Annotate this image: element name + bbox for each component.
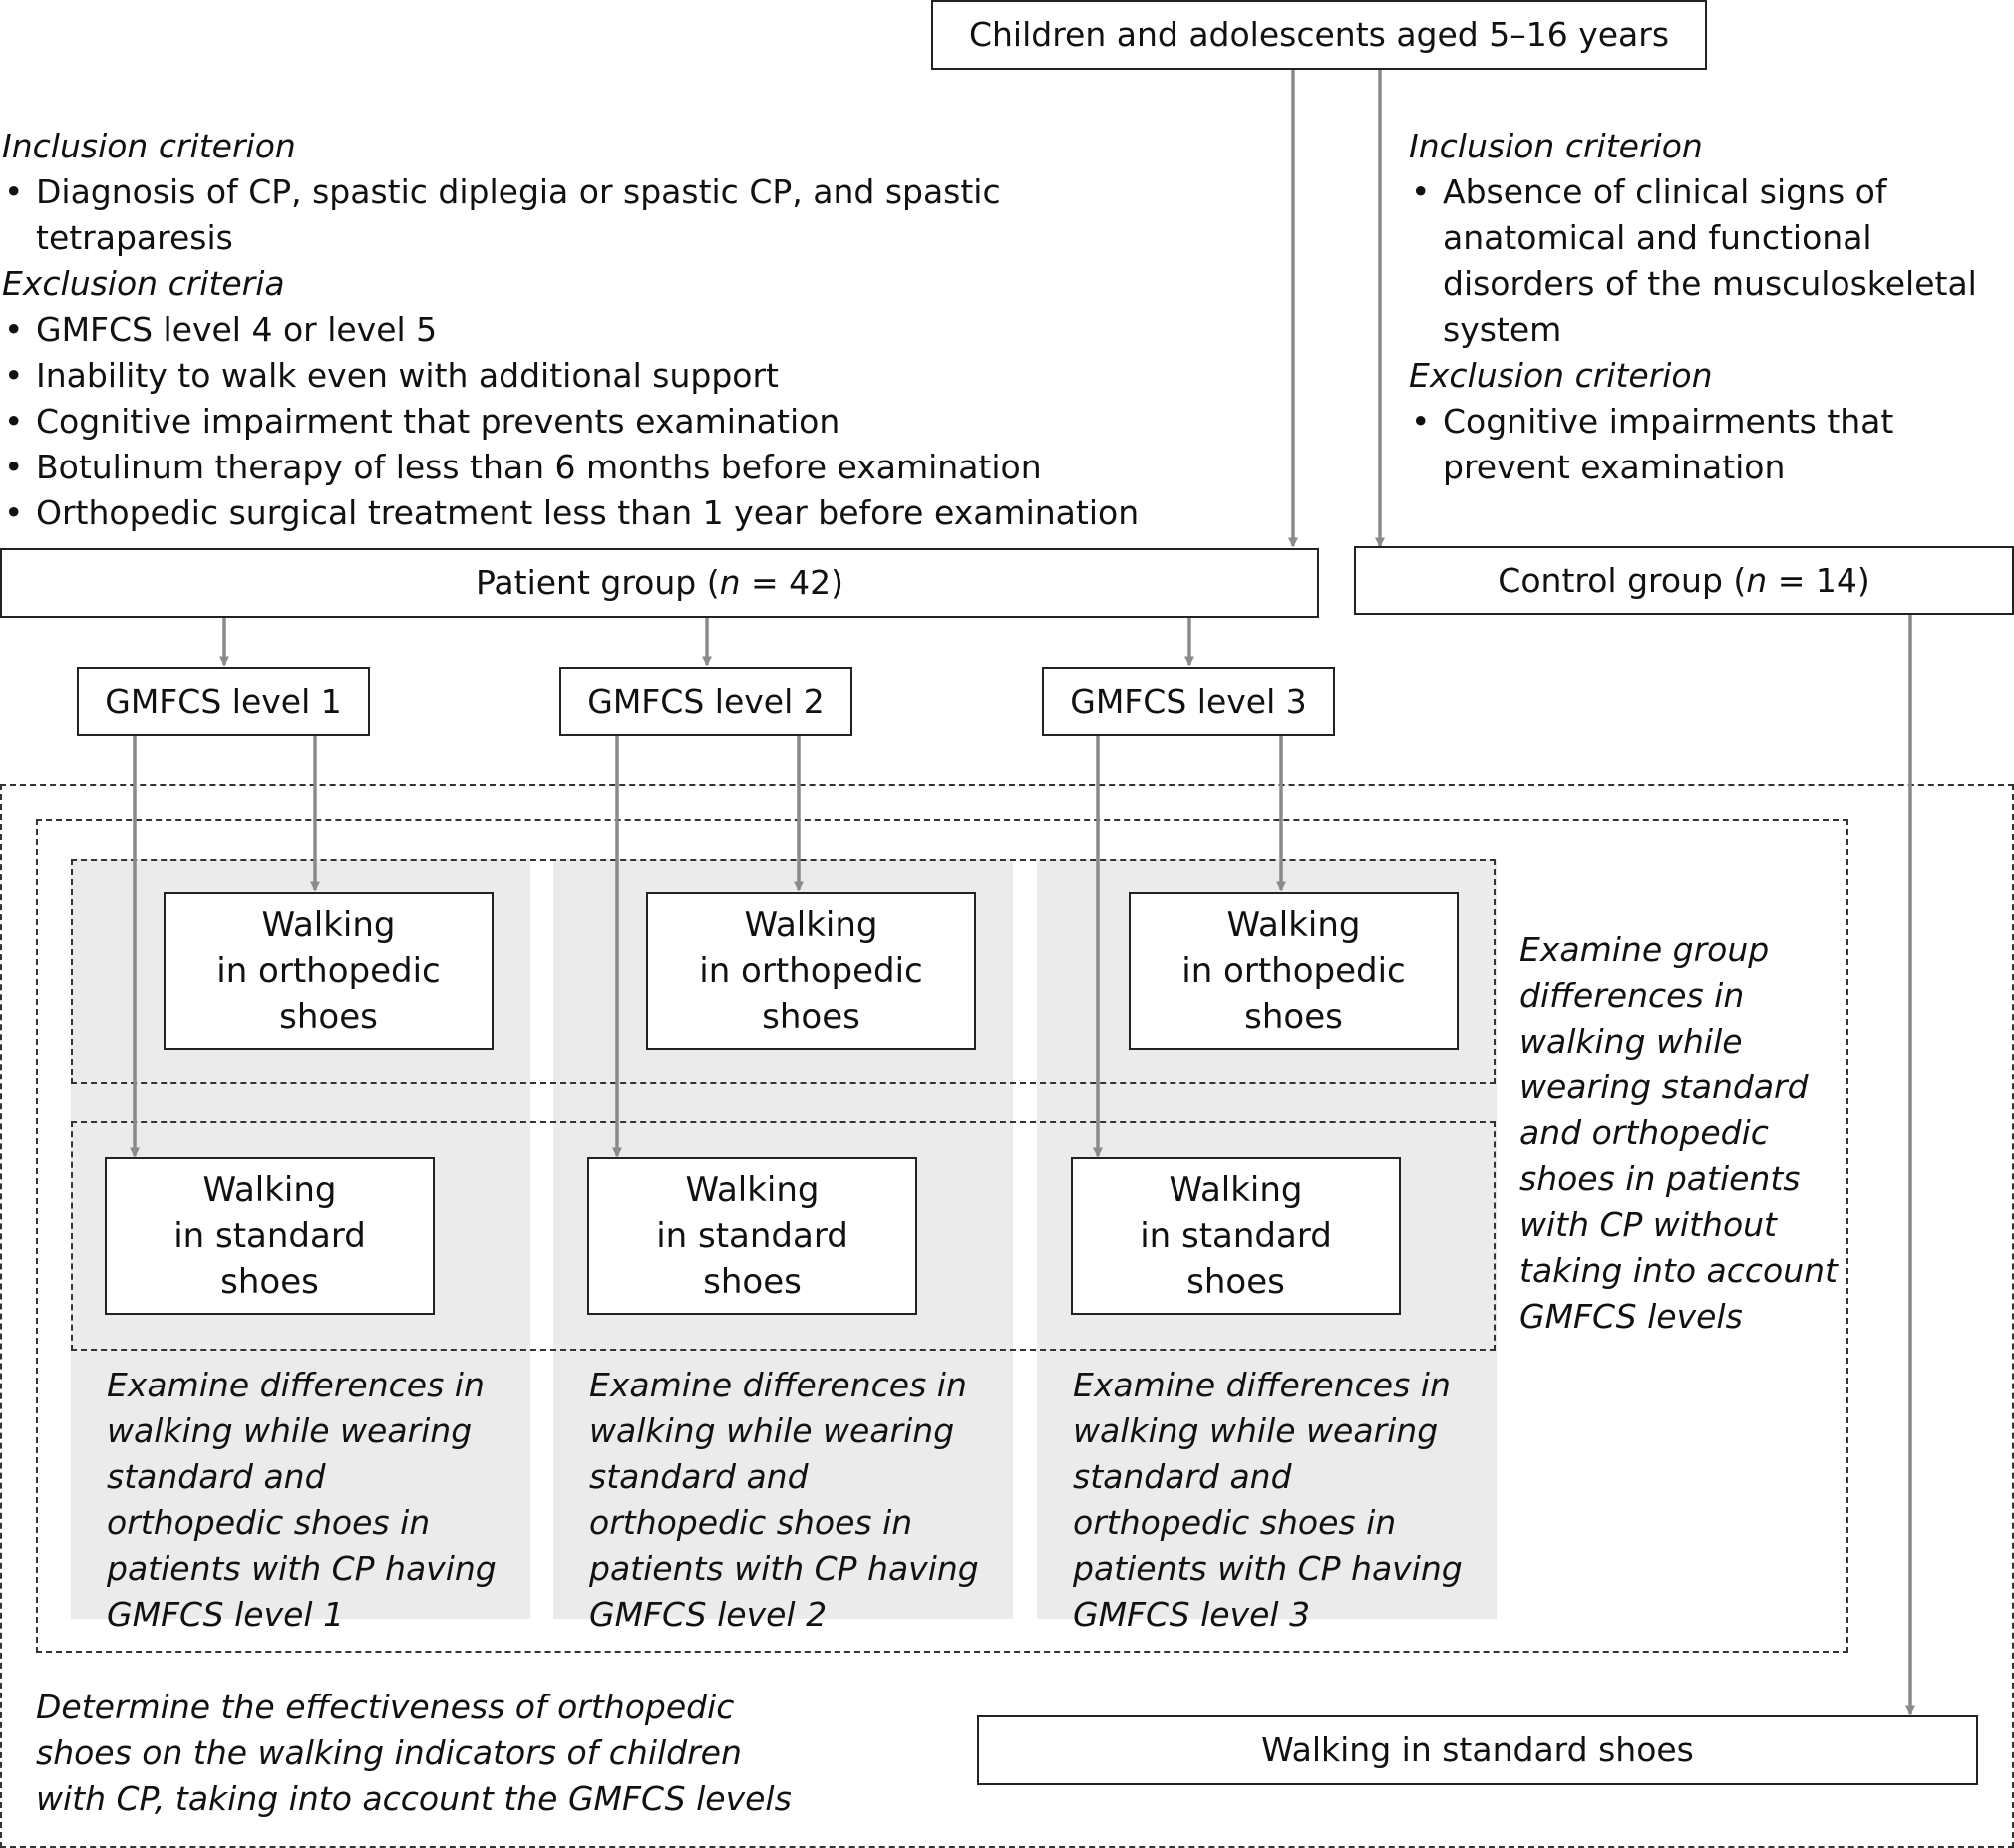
control-criteria: Inclusion criterion Absence of clinical … [1409, 124, 2007, 490]
standard-row-frame [71, 1121, 1496, 1351]
patient-group-label: Patient group (n = 42) [475, 563, 844, 602]
patient-inclusion-heading: Inclusion criterion [2, 127, 296, 165]
patient-criteria: Inclusion criterion Diagnosis of CP, spa… [2, 124, 1178, 536]
gmfcs-level-2-box: GMFCS level 2 [559, 667, 852, 736]
gmfcs-level-1-box: GMFCS level 1 [77, 667, 370, 736]
gmfcs-level-label: GMFCS level 3 [1070, 681, 1307, 721]
control-walking-box: Walking in standard shoes [977, 1715, 1978, 1785]
walking-label: Walking in standard shoes [173, 1170, 366, 1302]
control-exclusion-heading: Exclusion criterion [1409, 356, 1713, 395]
gmfcs-level-label: GMFCS level 1 [105, 681, 342, 721]
walking-label: Walking in orthopedic shoes [1181, 905, 1406, 1037]
control-exclusion-list: Cognitive impairments that prevent exami… [1409, 399, 2007, 490]
list-item: Absence of clinical signs of anatomical … [1409, 169, 2007, 353]
walking-label: Walking in orthopedic shoes [699, 905, 923, 1037]
level-3-note: Examine differences in walking while wea… [1073, 1366, 1463, 1634]
walking-label: Walking in standard shoes [1261, 1730, 1694, 1769]
population-label: Children and adolescents aged 5–16 years [968, 15, 1670, 54]
list-item: GMFCS level 4 or level 5 [2, 307, 1178, 353]
effectiveness-note: Determine the effectiveness of orthopedi… [36, 1688, 792, 1818]
control-inclusion-list: Absence of clinical signs of anatomical … [1409, 169, 2007, 353]
level-1-note: Examine differences in walking while wea… [107, 1366, 497, 1634]
level-2-standard-walking-box: Walking in standard shoes [587, 1157, 917, 1315]
control-inclusion-heading: Inclusion criterion [1409, 127, 1703, 165]
level-3-standard-walking-box: Walking in standard shoes [1071, 1157, 1401, 1315]
control-group-box: Control group (n = 14) [1354, 546, 2014, 615]
level-1-orthopedic-walking-box: Walking in orthopedic shoes [164, 892, 494, 1050]
list-item: Inability to walk even with additional s… [2, 353, 1178, 399]
list-item: Botulinum therapy of less than 6 months … [2, 445, 1178, 490]
inner-dashed-frame [36, 819, 1848, 1653]
level-2-orthopedic-walking-box: Walking in orthopedic shoes [646, 892, 976, 1050]
level-1-standard-walking-box: Walking in standard shoes [105, 1157, 435, 1315]
gmfcs-level-label: GMFCS level 2 [587, 681, 825, 721]
outer-dashed-frame [0, 784, 2014, 1848]
orthopedic-row-frame [71, 859, 1496, 1084]
gmfcs-level-3-box: GMFCS level 3 [1042, 667, 1335, 736]
patient-inclusion-list: Diagnosis of CP, spastic diplegia or spa… [2, 169, 1178, 261]
control-group-label: Control group (n = 14) [1498, 560, 1870, 600]
group-differences-note: Examine group differences in walking whi… [1519, 930, 1838, 1336]
patient-group-box: Patient group (n = 42) [0, 548, 1319, 618]
walking-label: Walking in standard shoes [656, 1170, 848, 1302]
list-item: Cognitive impairments that prevent exami… [1409, 399, 2007, 490]
level-2-note: Examine differences in walking while wea… [589, 1366, 979, 1634]
list-item: Cognitive impairment that prevents exami… [2, 399, 1178, 445]
level-3-orthopedic-walking-box: Walking in orthopedic shoes [1129, 892, 1459, 1050]
patient-exclusion-heading: Exclusion criteria [2, 264, 285, 303]
population-box: Children and adolescents aged 5–16 years [931, 0, 1707, 70]
list-item: Diagnosis of CP, spastic diplegia or spa… [2, 169, 1178, 261]
list-item: Orthopedic surgical treatment less than … [2, 490, 1178, 536]
walking-label: Walking in orthopedic shoes [216, 905, 441, 1037]
walking-label: Walking in standard shoes [1140, 1170, 1332, 1302]
patient-exclusion-list: GMFCS level 4 or level 5 Inability to wa… [2, 307, 1178, 536]
